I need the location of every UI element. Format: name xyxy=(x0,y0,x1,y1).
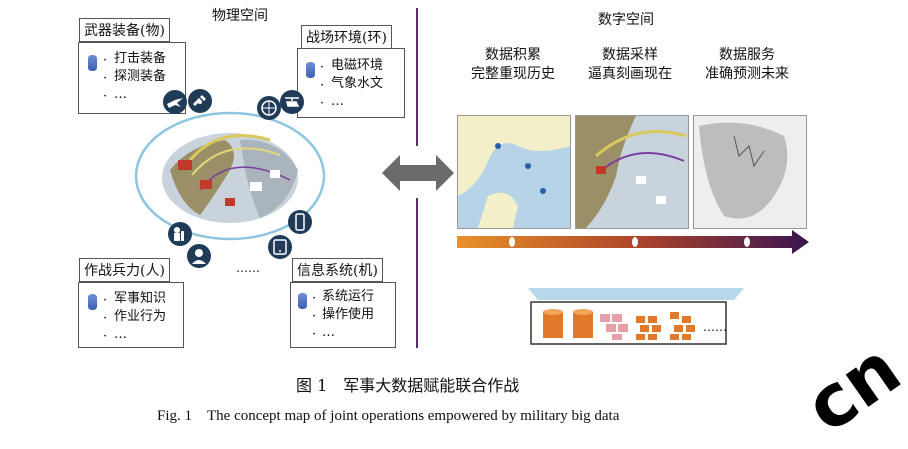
forces-list-box xyxy=(78,282,184,348)
database-icon xyxy=(306,62,315,78)
bullet-marks: ··· xyxy=(103,53,108,104)
forces-box-title: 作战兵力(人) xyxy=(79,258,170,282)
stage-service-line1: 数据服务 xyxy=(719,47,775,63)
environment-list-box xyxy=(297,48,405,118)
figure-caption-en: Fig. 1 The concept map of joint operatio… xyxy=(157,408,620,424)
map-history xyxy=(457,115,571,229)
storage-pink-blocks xyxy=(600,314,628,340)
digital-space-title: 数字空间 xyxy=(598,12,654,28)
bullet-marks: ··· xyxy=(320,60,325,111)
forces-item: 作业行为 xyxy=(114,309,167,324)
bullet-marks: ··· xyxy=(312,291,317,342)
stage-accumulate: 数据积累 完整重现历史 xyxy=(458,46,568,84)
watermark-text: cn xyxy=(790,326,908,449)
stage-sample: 数据采样 逼真刻画现在 xyxy=(575,46,685,84)
storage-cylinders xyxy=(543,309,593,338)
stage-sample-line1: 数据采样 xyxy=(602,47,658,63)
fighter-jet-icon xyxy=(163,90,187,114)
weapons-list-box xyxy=(78,42,186,114)
map-future xyxy=(693,115,807,229)
database-icon xyxy=(88,294,97,310)
physical-space-title: 物理空间 xyxy=(212,8,268,24)
person-icon xyxy=(187,244,211,268)
satellite-icon xyxy=(188,89,212,113)
info-box-title: 信息系统(机) xyxy=(292,258,383,282)
weapons-item: 探测装备 xyxy=(114,69,167,84)
helicopter-icon xyxy=(280,90,304,114)
storage-diagram xyxy=(528,288,744,345)
environment-item: … xyxy=(331,94,344,109)
weapons-item: 打击装备 xyxy=(114,51,167,66)
physical-ellipsis: …… xyxy=(236,261,260,275)
timeline-marker xyxy=(509,237,515,247)
weapons-box-title: 武器装备(物) xyxy=(79,18,170,42)
bidirectional-arrow xyxy=(382,155,454,191)
timeline-marker xyxy=(744,237,750,247)
soldier-icon xyxy=(168,222,192,246)
environment-box-title: 战场环境(环) xyxy=(301,25,392,49)
storage-funnel xyxy=(528,288,744,300)
stage-service-line2: 准确预测未来 xyxy=(705,66,789,82)
storage-ellipsis: …… xyxy=(703,320,727,334)
bullet-marks: ··· xyxy=(103,293,108,344)
forces-item: … xyxy=(114,327,127,342)
environment-item: 气象水文 xyxy=(331,76,384,91)
storage-box xyxy=(530,301,727,345)
timeline-marker xyxy=(632,237,638,247)
stage-accumulate-line2: 完整重现历史 xyxy=(471,66,555,82)
space-divider xyxy=(416,8,418,146)
database-icon xyxy=(298,293,307,309)
smartphone-icon xyxy=(288,210,312,234)
tablet-icon xyxy=(268,235,292,259)
storage-orange-blocks xyxy=(636,312,695,340)
globe-icon xyxy=(257,96,281,120)
database-icon xyxy=(88,55,97,71)
environment-item: 电磁环境 xyxy=(331,58,384,73)
weapons-item: … xyxy=(114,87,127,102)
figure-caption-cn: 图 1 军事大数据赋能联合作战 xyxy=(296,376,520,395)
space-divider xyxy=(416,198,418,348)
timeline-arrow xyxy=(457,230,809,254)
info-item: 系统运行 xyxy=(322,289,375,304)
info-item: … xyxy=(322,325,335,340)
stage-sample-line2: 逼真刻画现在 xyxy=(588,66,672,82)
stage-service: 数据服务 准确预测未来 xyxy=(692,46,802,84)
physical-space-diagram xyxy=(134,111,326,241)
info-list-box xyxy=(290,282,396,348)
battlefield-map xyxy=(162,133,298,223)
forces-item: 军事知识 xyxy=(114,291,167,306)
map-present xyxy=(575,115,689,229)
info-item: 操作使用 xyxy=(322,307,375,322)
stage-accumulate-line1: 数据积累 xyxy=(485,47,541,63)
orbit-ellipse xyxy=(134,111,326,241)
